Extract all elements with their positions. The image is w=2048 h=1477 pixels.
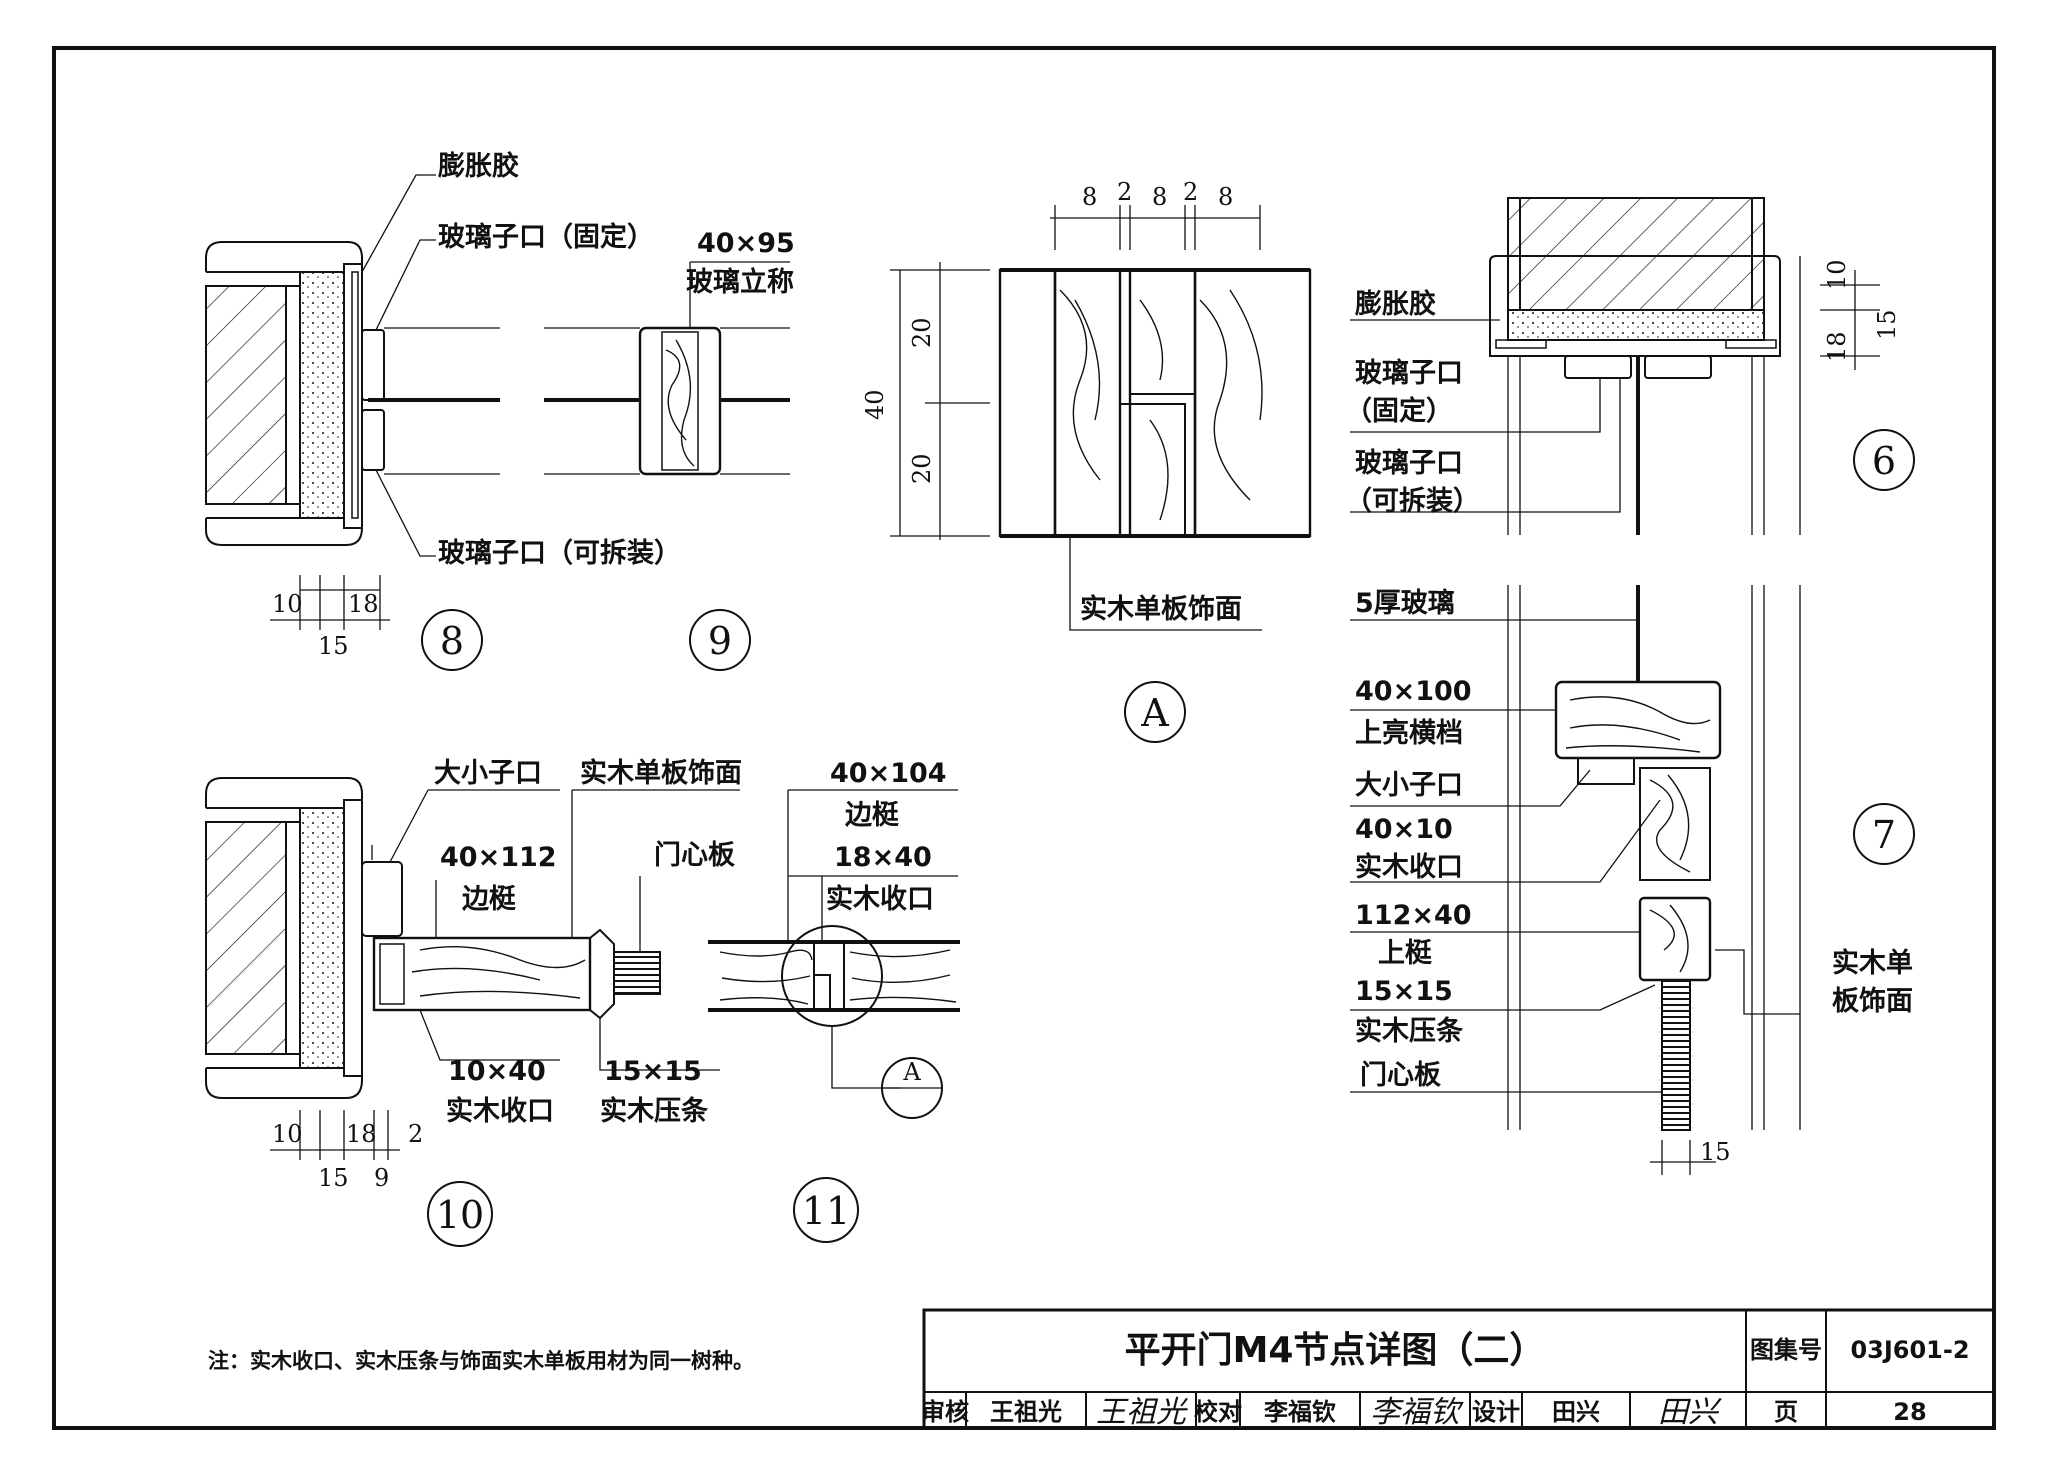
- detail-ref-A: A: [902, 1058, 921, 1086]
- label-bead-size-10: 15×15: [604, 1056, 702, 1087]
- checker-name: 李福钦: [1264, 1398, 1336, 1426]
- label-bead-name-7: 实木压条: [1355, 1015, 1464, 1047]
- label-trim-name-10: 实木收口: [446, 1095, 554, 1127]
- title-block: 平开门M4节点详图（二） 图集号 03J601-2 审核 王祖光 王祖光 校对 …: [921, 1308, 1996, 1430]
- label-glass-stop-fixed-6b: （固定）: [1345, 395, 1453, 427]
- dim-8-18: 18: [348, 590, 379, 618]
- reviewer-name: 王祖光: [990, 1398, 1062, 1426]
- dim-A-8a: 8: [1082, 183, 1097, 211]
- label-transom-size: 40×100: [1355, 676, 1472, 707]
- label-expansion-glue-6: 膨胀胶: [1355, 288, 1436, 320]
- reviewer-signature: 王祖光: [1096, 1395, 1188, 1430]
- label-bead-name-10: 实木压条: [600, 1095, 709, 1127]
- label-glass-stop-fixed-8: 玻璃子口（固定）: [438, 221, 654, 253]
- label-rail-name: 上梃: [1378, 938, 1432, 969]
- detail-10: 大小子口 实木单板饰面 40×112 边梃 门心板 10×40 实木收口 15×…: [205, 757, 742, 1247]
- dim-10-10: 10: [272, 1120, 303, 1148]
- atlas-number: 03J601-2: [1850, 1336, 1969, 1364]
- dim-10-2: 2: [408, 1120, 423, 1148]
- dim-6-18: 18: [1823, 331, 1851, 362]
- dim-6-15: 15: [1873, 309, 1901, 340]
- label-trim-name-7: 实木收口: [1355, 851, 1463, 883]
- label-veneer-7a: 实木单: [1832, 947, 1913, 979]
- label-mullion-size: 40×95: [697, 228, 795, 259]
- dim-A-8b: 8: [1152, 183, 1167, 211]
- dim-7-15: 15: [1700, 1138, 1731, 1166]
- label-mullion-name: 玻璃立称: [686, 266, 794, 298]
- label-5mm-glass: 5厚玻璃: [1355, 588, 1455, 619]
- detail-8: 膨胀胶 玻璃子口（固定） 玻璃子口（可拆装） 10 18 15 8: [205, 150, 681, 671]
- dim-A-20a: 20: [908, 317, 936, 348]
- dim-A-2b: 2: [1183, 178, 1198, 206]
- dim-6-10: 10: [1823, 259, 1851, 290]
- dim-A-8c: 8: [1218, 183, 1233, 211]
- label-panel-7: 门心板: [1360, 1060, 1441, 1091]
- detail-7: 5厚玻璃 40×100 上亮横档 大小子口 40×10 实木收口 112×40 …: [1350, 585, 1915, 1175]
- note: 注：实木收口、实木压条与饰面实木单板用材为同一树种。: [208, 1349, 754, 1373]
- detail-9: 40×95 玻璃立称 9: [544, 228, 795, 671]
- dim-10-9: 9: [374, 1164, 389, 1192]
- detail-number-8: 8: [440, 619, 464, 663]
- label-veneer-A: 实木单板饰面: [1080, 593, 1242, 625]
- detail-number-10: 10: [436, 1193, 484, 1237]
- dim-8-10: 10: [272, 590, 303, 618]
- label-transom-name: 上亮横档: [1355, 717, 1463, 749]
- label-veneer-10: 实木单板饰面: [580, 757, 742, 789]
- detail-6: 10 18 15 膨胀胶 玻璃子口 （固定） 玻璃子口 （可拆装） 6: [1345, 197, 1915, 535]
- dim-8-15: 15: [318, 632, 349, 660]
- label-glass-stop-rem-6a: 玻璃子口: [1355, 448, 1463, 479]
- label-glass-stop-rem-6b: （可拆装）: [1345, 486, 1480, 517]
- dim-10-18: 18: [346, 1120, 377, 1148]
- page-label: 页: [1774, 1398, 1798, 1426]
- label-trim-size-7: 40×10: [1355, 814, 1453, 845]
- label-bead-size-7: 15×15: [1355, 976, 1453, 1007]
- atlas-label: 图集号: [1750, 1336, 1822, 1364]
- dim-A-40: 40: [861, 389, 889, 420]
- detail-number-7: 7: [1872, 813, 1896, 857]
- label-stile-size-11: 40×104: [830, 758, 947, 789]
- design-label: 设计: [1472, 1398, 1520, 1426]
- label-stile-size-10: 40×112: [440, 842, 557, 873]
- designer-signature: 田兴: [1658, 1395, 1722, 1430]
- dim-10-15: 15: [318, 1164, 349, 1192]
- detail-letter-A: A: [1140, 691, 1169, 735]
- label-stile-name-10: 边梃: [462, 884, 516, 915]
- review-label: 审核: [921, 1398, 969, 1426]
- dim-A-2a: 2: [1117, 178, 1132, 206]
- label-glass-stop-removable-8: 玻璃子口（可拆装）: [438, 538, 681, 569]
- page-number: 28: [1893, 1398, 1926, 1426]
- label-big-small-stop-10: 大小子口: [434, 758, 542, 789]
- check-label: 校对: [1194, 1398, 1242, 1426]
- label-panel-10: 门心板: [654, 840, 735, 871]
- checker-signature: 李福钦: [1370, 1395, 1464, 1430]
- label-big-small-stop-7: 大小子口: [1355, 770, 1463, 801]
- label-trim-size-10: 10×40: [448, 1056, 546, 1087]
- label-trim-name-11: 实木收口: [826, 883, 934, 915]
- label-glass-stop-fixed-6a: 玻璃子口: [1355, 358, 1463, 389]
- detail-number-11: 11: [802, 1189, 850, 1233]
- label-rail-size: 112×40: [1355, 900, 1472, 931]
- designer-name: 田兴: [1552, 1398, 1600, 1426]
- label-trim-size-11: 18×40: [834, 842, 932, 873]
- drawing-title: 平开门M4节点详图（二）: [1125, 1330, 1546, 1371]
- label-expansion-glue-8: 膨胀胶: [438, 150, 519, 182]
- label-stile-name-11: 边梃: [845, 800, 899, 831]
- detail-A: 8 2 8 2 8 20 20 40 实木单板饰面 A: [861, 178, 1312, 743]
- detail-11: A 40×104 边梃 18×40 实木收口 11: [708, 758, 960, 1243]
- dim-A-20b: 20: [908, 453, 936, 484]
- label-veneer-7b: 板饰面: [1832, 986, 1913, 1017]
- detail-number-6: 6: [1872, 439, 1896, 483]
- detail-number-9: 9: [708, 619, 732, 663]
